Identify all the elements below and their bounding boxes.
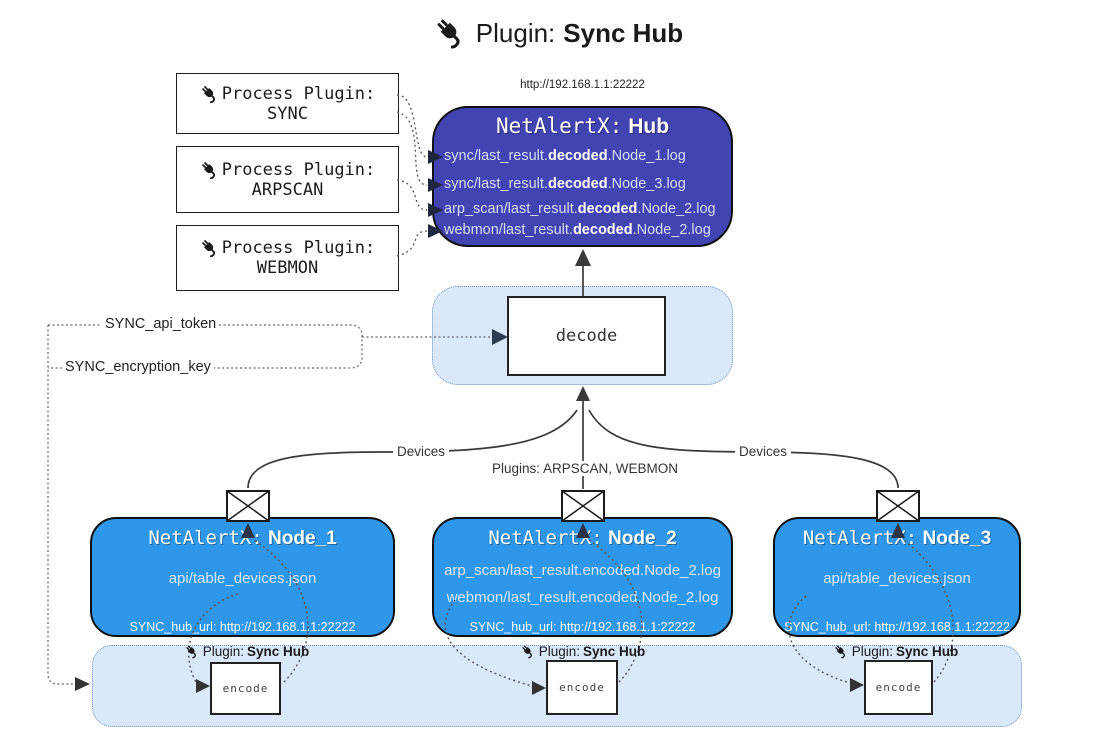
node-title-name: Node_3	[922, 528, 992, 549]
plug-icon	[520, 644, 535, 659]
decode-panel-arrowhead	[576, 386, 590, 401]
node-title-prefix: NetAlertX:	[802, 527, 918, 549]
band-label-prefix: Plugin:	[851, 644, 894, 659]
log-pre: sync/last_result.	[444, 148, 548, 164]
hub-log-line: sync/last_result.decoded.Node_3.log	[444, 176, 686, 192]
process-plugin-heading: Process Plugin:	[221, 159, 376, 180]
process-plugin-box-sync: Process Plugin: SYNC	[176, 73, 399, 134]
log-pre: sync/last_result.	[444, 176, 548, 192]
process-plugin-heading: Process Plugin:	[221, 238, 376, 258]
hub-title-prefix: NetAlertX:	[495, 114, 623, 138]
plug-icon	[833, 644, 848, 659]
process-plugin-box-webmon: Process Plugin: WEBMON	[176, 225, 399, 291]
plug-icon	[199, 238, 219, 258]
band-entry-arrowhead	[75, 677, 90, 691]
log-post: .Node_1.log	[607, 148, 686, 164]
page-title: Plugin: Sync Hub	[0, 16, 1117, 50]
process-plugin-name: SYNC	[267, 103, 308, 124]
log-bold: decoded	[547, 176, 608, 192]
band-label-name: Sync Hub	[896, 644, 959, 659]
log-bold: decoded	[577, 201, 638, 217]
sync-encryption-key-label: SYNC_encryption_key	[62, 359, 214, 375]
band-label-prefix: Plugin:	[202, 644, 245, 659]
node2-file: webmon/last_result.encoded.Node_2.log	[446, 589, 719, 606]
hub-title-name: Hub	[628, 115, 670, 138]
process-plugin-name: ARPSCAN	[251, 179, 324, 200]
node2-file: arp_scan/last_result.encoded.Node_2.log	[444, 562, 721, 579]
page-title-name: Sync Hub	[563, 17, 684, 48]
node-title-name: Node_2	[608, 528, 677, 549]
page-title-prefix: Plugin:	[475, 17, 556, 48]
encode-box-2: encode	[546, 660, 618, 715]
node-title-prefix: NetAlertX:	[488, 527, 603, 549]
band-label-prefix: Plugin:	[538, 644, 581, 659]
node3-hub-url: SYNC_hub_url: http://192.168.1.1:22222	[784, 620, 1010, 634]
hub-title: NetAlertX: Hub	[432, 114, 733, 139]
band-plugin-label: Plugin: Sync Hub	[184, 644, 310, 659]
log-post: .Node_2.log	[632, 222, 711, 238]
node-title-name: Node_1	[268, 528, 337, 549]
decode-box: decode	[507, 296, 666, 376]
log-bold: decoded	[547, 148, 608, 164]
process-plugin-box-arpscan: Process Plugin: ARPSCAN	[176, 146, 399, 213]
band-plugin-label: Plugin: Sync Hub	[833, 644, 959, 659]
band-label-name: Sync Hub	[583, 644, 646, 659]
edge-label-plugins: Plugins: ARPSCAN, WEBMON	[487, 461, 683, 476]
edge-label-devices-left: Devices	[392, 444, 450, 459]
node1-title: NetAlertX: Node_1	[90, 527, 395, 550]
hub-url: http://192.168.1.1:22222	[520, 79, 645, 91]
hub-box	[432, 106, 733, 247]
hub-log-line: sync/last_result.decoded.Node_1.log	[444, 148, 686, 164]
node1-file: api/table_devices.json	[168, 570, 317, 587]
log-pre: webmon/last_result.	[444, 222, 573, 238]
node3-file: api/table_devices.json	[823, 570, 971, 587]
plug-icon	[433, 16, 466, 50]
log-pre: arp_scan/last_result.	[444, 201, 578, 217]
band-plugin-label: Plugin: Sync Hub	[520, 644, 646, 659]
node2-title: NetAlertX: Node_2	[432, 527, 733, 550]
process-plugin-heading: Process Plugin:	[221, 83, 376, 104]
node2-hub-url: SYNC_hub_url: http://192.168.1.1:22222	[469, 620, 696, 634]
band-label-name: Sync Hub	[247, 644, 310, 659]
plug-icon	[199, 83, 219, 104]
log-bold: decoded	[572, 222, 633, 238]
node-title-prefix: NetAlertX:	[148, 527, 263, 549]
node3-title: NetAlertX: Node_3	[773, 527, 1021, 550]
sync-api-token-label: SYNC_api_token	[102, 316, 220, 332]
encode-box-3: encode	[864, 660, 933, 715]
plugin-to-hub-edges	[396, 94, 428, 257]
plug-icon	[184, 644, 199, 659]
hub-log-line: webmon/last_result.decoded.Node_2.log	[444, 222, 711, 238]
plug-icon	[199, 159, 219, 180]
node1-hub-url: SYNC_hub_url: http://192.168.1.1:22222	[129, 620, 356, 634]
encode-box-1: encode	[210, 662, 281, 715]
edge-label-devices-right: Devices	[734, 444, 792, 459]
log-post: .Node_2.log	[637, 201, 716, 217]
process-plugin-name: WEBMON	[256, 258, 319, 278]
log-post: .Node_3.log	[607, 176, 686, 192]
hub-log-line: arp_scan/last_result.decoded.Node_2.log	[444, 201, 716, 217]
